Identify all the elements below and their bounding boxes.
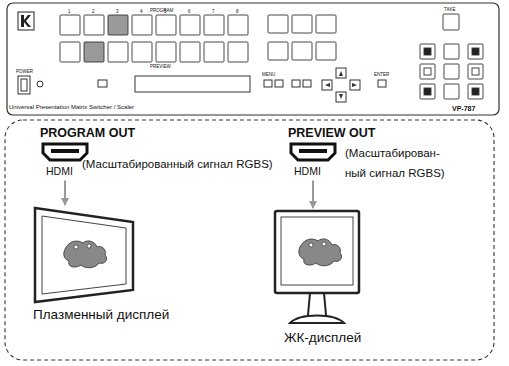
panel-label: 6 (188, 10, 191, 15)
panel-label: PROGRAM (150, 9, 173, 14)
port-heading: PREVIEW OUT (288, 126, 376, 140)
signal-arrow (64, 180, 66, 205)
panel-label: TAKE (444, 8, 455, 13)
signal-arrow (312, 180, 314, 208)
panel-label: 3 (116, 10, 119, 15)
panel-label: 5 (164, 10, 167, 15)
display-icon (272, 209, 362, 327)
port-type: HDMI (46, 165, 73, 177)
display-unit: Плазменный дисплей (33, 206, 169, 323)
panel-label: 7 (212, 10, 215, 15)
panel-label: 4 (140, 10, 143, 15)
panel-label: VP-787 (452, 105, 475, 112)
display-name: ЖК-дисплей (284, 330, 361, 346)
display-icon (33, 206, 137, 304)
signal-label: (Масштабированный сигнал RGBS) (82, 159, 273, 171)
panel-label: 2 (92, 10, 95, 15)
panel-label: 8 (236, 10, 239, 15)
panel-label: POWER (16, 70, 33, 75)
panel-label: MENU (262, 73, 275, 78)
port-type: HDMI (294, 165, 321, 177)
panel-label: 1 (68, 10, 71, 15)
panel-label: PREVIEW (150, 65, 171, 70)
hdmi-port-icon (288, 141, 338, 163)
display-unit: ЖК-дисплей (272, 209, 362, 346)
panel-label: Universal Presentation Matrix Switcher /… (9, 104, 134, 110)
panel-label: ENTER (374, 73, 389, 78)
signal-label: (Масштабирован- ный сигнал RGBS) (345, 143, 455, 183)
display-name: Плазменный дисплей (33, 307, 169, 323)
port-heading: PROGRAM OUT (40, 126, 135, 140)
